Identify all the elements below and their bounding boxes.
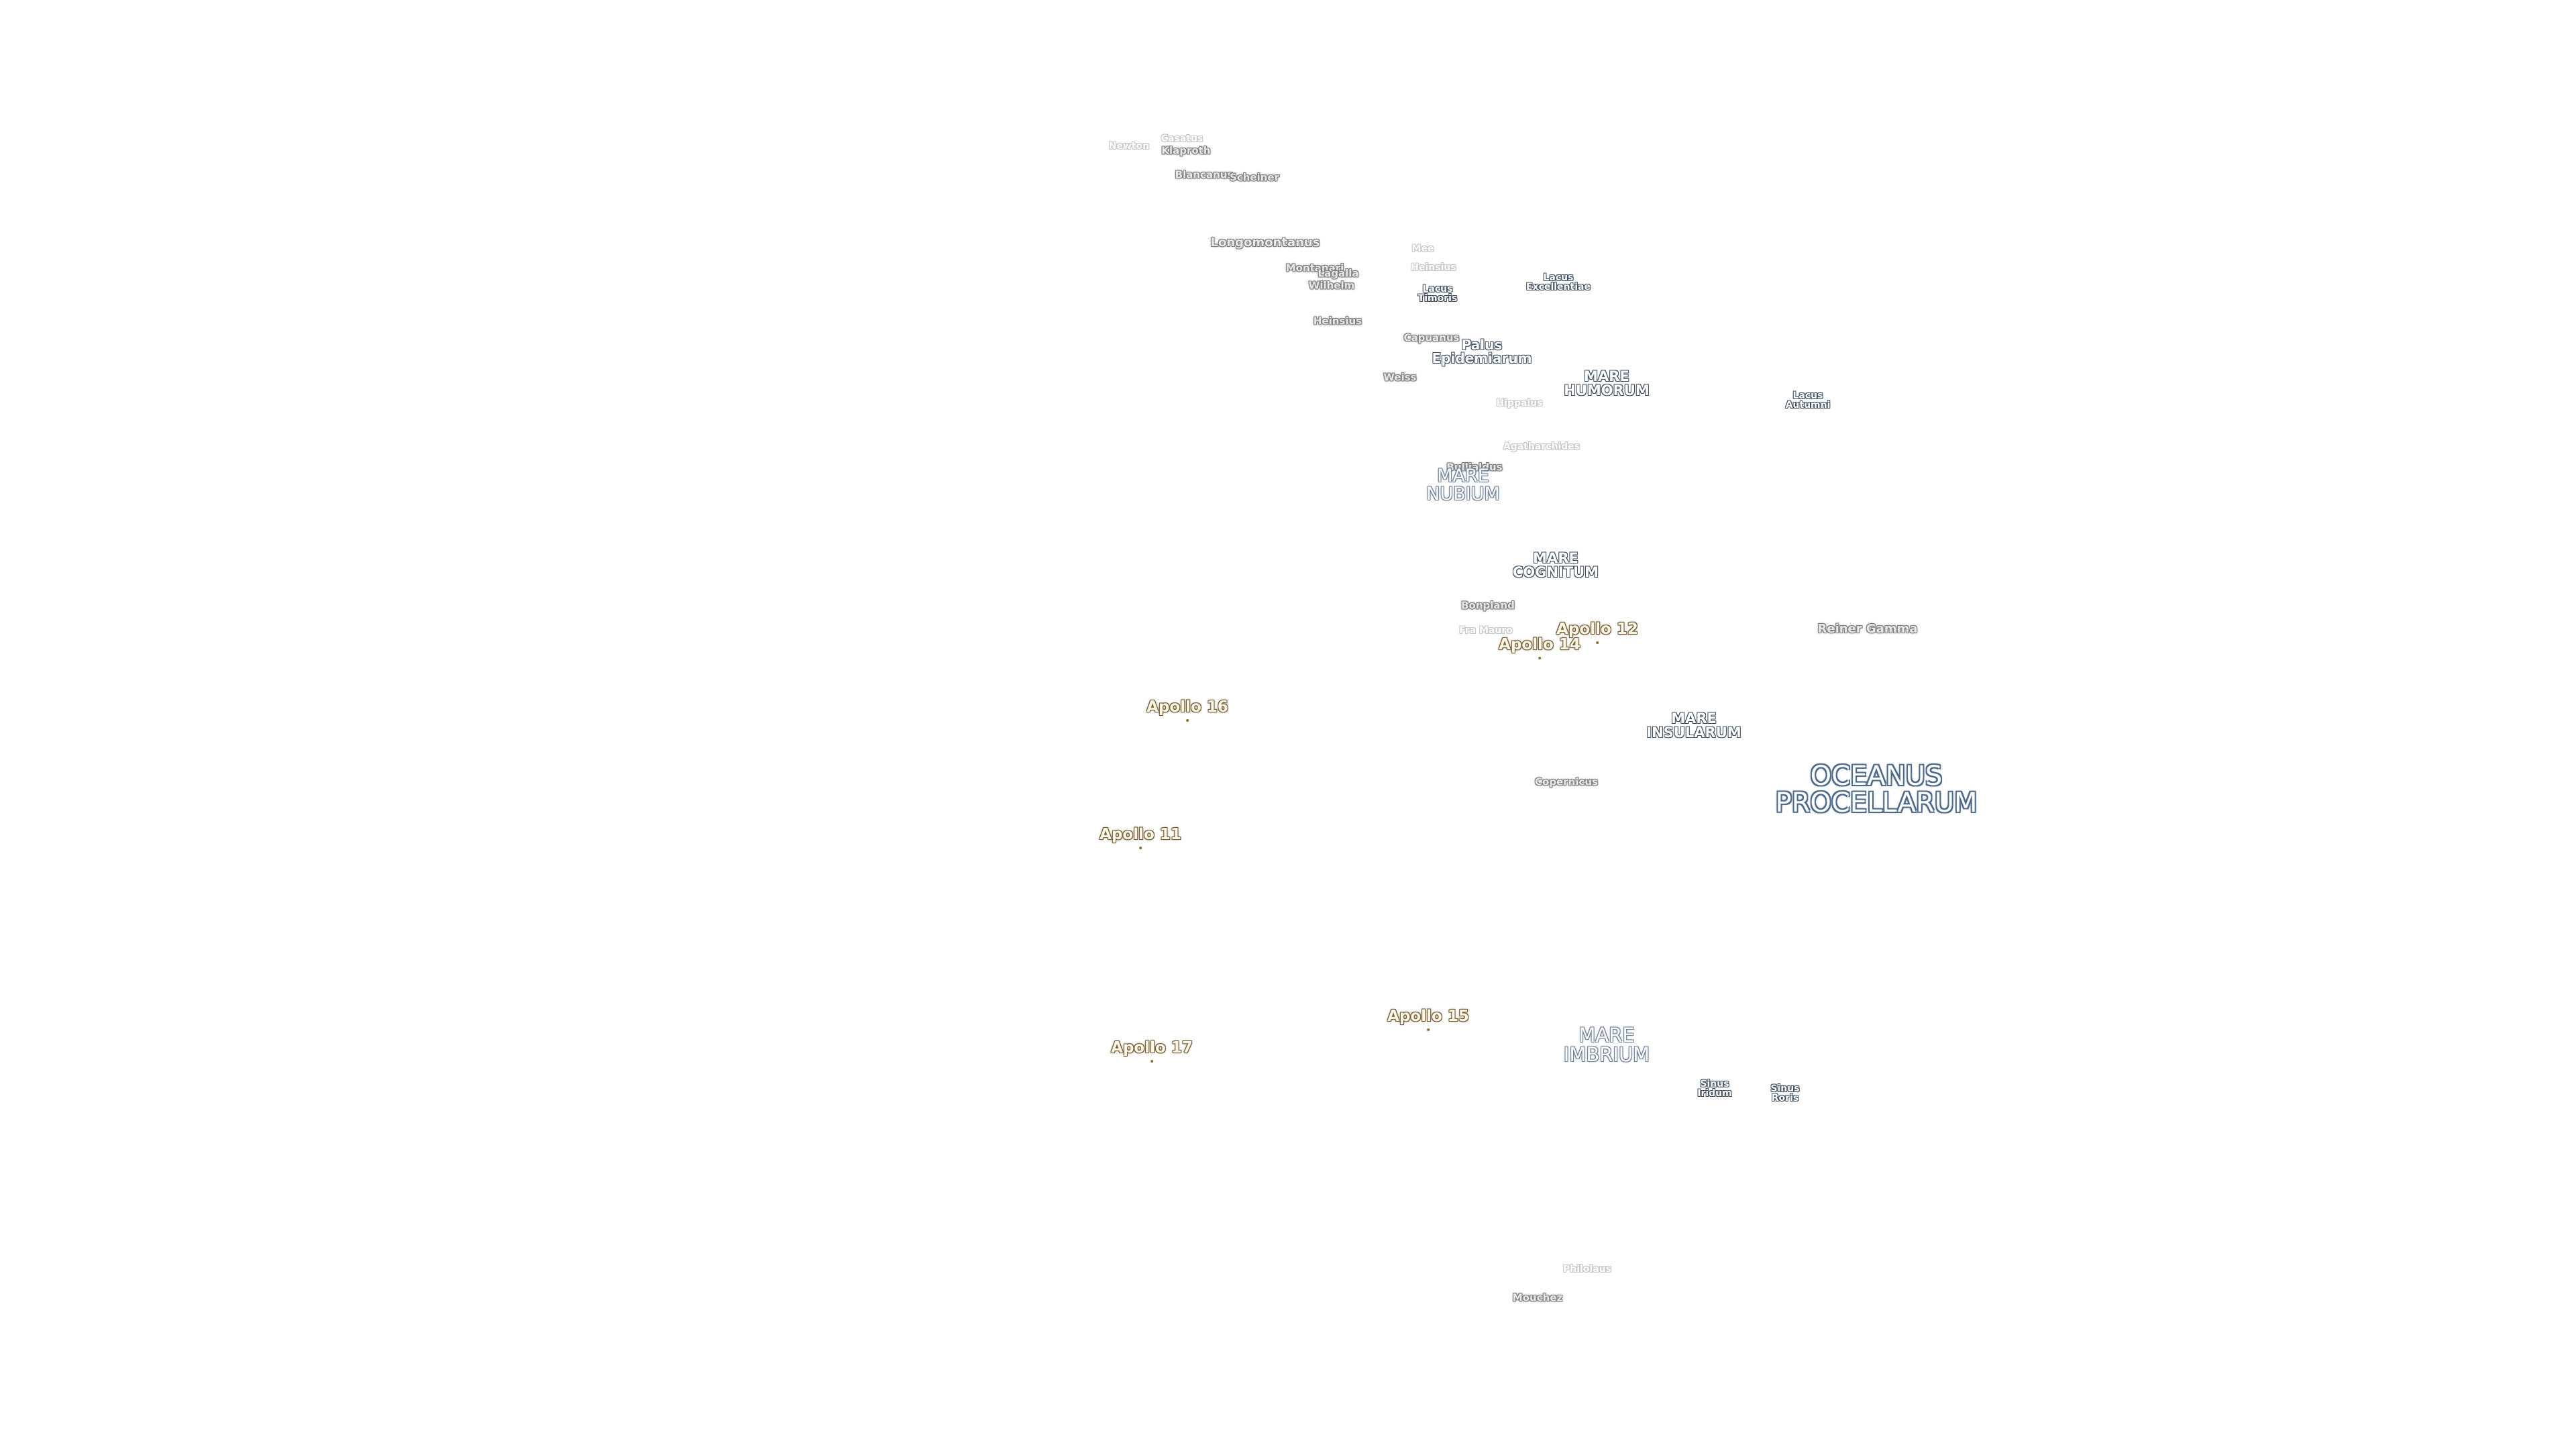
map-label-mare-nubium[interactable]: MARE NUBIUM (1426, 466, 1500, 504)
landing-site-apollo-14[interactable]: Apollo 14 (1499, 636, 1580, 659)
map-label-sinus-roris[interactable]: Sinus Roris (1770, 1083, 1800, 1104)
landing-site-apollo-11[interactable]: Apollo 11 (1099, 826, 1181, 849)
map-label-mee[interactable]: Mee (1411, 244, 1434, 254)
landing-site-marker-icon (1150, 1060, 1153, 1063)
landing-site-apollo-17[interactable]: Apollo 17 (1111, 1039, 1193, 1063)
map-label-scheiner[interactable]: Scheiner (1230, 171, 1279, 184)
landing-site-apollo-16[interactable]: Apollo 16 (1146, 698, 1228, 722)
map-label-lacus-excellentiae[interactable]: Lacus Excellentiae (1526, 272, 1591, 292)
map-label-wilhelm[interactable]: Wilhelm (1308, 279, 1355, 292)
map-label-mare-humorum[interactable]: MARE HUMORUM (1564, 368, 1650, 398)
landing-site-label: Apollo 16 (1146, 698, 1228, 716)
map-label-oceanus-procellarum[interactable]: OCEANUS PROCELLARUM (1775, 761, 1978, 818)
map-label-palus-epidemiarum[interactable]: Palus Epidemiarum (1432, 337, 1532, 366)
map-label-heinsius-2[interactable]: Heinsius (1313, 315, 1362, 327)
map-label-blancanus[interactable]: Blancanus (1175, 168, 1234, 181)
map-label-montanari[interactable]: Montanari (1285, 262, 1344, 274)
landing-site-marker-icon (1596, 641, 1599, 644)
map-label-heinsius[interactable]: Heinsius (1411, 262, 1456, 273)
landing-site-label: Apollo 17 (1111, 1039, 1193, 1057)
landing-site-marker-icon (1186, 719, 1189, 722)
map-label-fra-mauro[interactable]: Fra Mauro (1459, 625, 1513, 636)
map-label-agatharchides[interactable]: Agatharchides (1503, 441, 1580, 452)
map-label-casatus[interactable]: Casatus (1161, 133, 1203, 144)
landing-site-label: Apollo 12 (1556, 621, 1638, 638)
map-label-lagalla[interactable]: Lagalla (1318, 267, 1359, 280)
map-label-mare-insularum[interactable]: MARE INSULARUM (1646, 710, 1741, 741)
landing-site-label: Apollo 11 (1099, 826, 1181, 843)
landing-site-marker-icon (1427, 1028, 1430, 1031)
map-label-newton[interactable]: Newton (1108, 141, 1150, 152)
landing-site-marker-icon (1538, 657, 1541, 659)
map-label-bullialdus[interactable]: Bullialdus (1446, 461, 1503, 474)
map-label-reiner-gamma[interactable]: Reiner Gamma (1817, 622, 1918, 636)
map-label-lacus-autumni[interactable]: Lacus Autumni (1785, 390, 1831, 411)
map-label-bonpland[interactable]: Bonpland (1461, 599, 1515, 612)
map-label-copernicus[interactable]: Copernicus (1535, 775, 1598, 788)
map-label-klaproth[interactable]: Klaproth (1161, 144, 1211, 157)
landing-site-apollo-12[interactable]: Apollo 12 (1556, 621, 1638, 644)
map-label-mare-imbrium[interactable]: MARE IMBRIUM (1563, 1024, 1650, 1066)
map-label-capuanus[interactable]: Capuanus (1403, 331, 1460, 344)
map-label-sinus-iridum[interactable]: Sinus Iridum (1697, 1079, 1732, 1099)
map-label-weiss[interactable]: Weiss (1383, 371, 1417, 384)
map-label-lacus-timoris[interactable]: Lacus Timoris (1417, 284, 1458, 304)
map-label-philolaus[interactable]: Philolaus (1563, 1264, 1611, 1275)
landing-site-apollo-15[interactable]: Apollo 15 (1387, 1008, 1469, 1031)
map-label-mare-cognitum[interactable]: MARE COGNITUM (1512, 550, 1599, 580)
landing-site-label: Apollo 14 (1499, 636, 1580, 653)
map-label-mouchez[interactable]: Mouchez (1512, 1291, 1563, 1304)
landing-site-marker-icon (1139, 847, 1142, 849)
map-label-longomontanus[interactable]: Longomontanus (1210, 235, 1320, 250)
landing-site-label: Apollo 15 (1387, 1008, 1469, 1025)
map-label-hippalus[interactable]: Hippalus (1496, 398, 1543, 409)
